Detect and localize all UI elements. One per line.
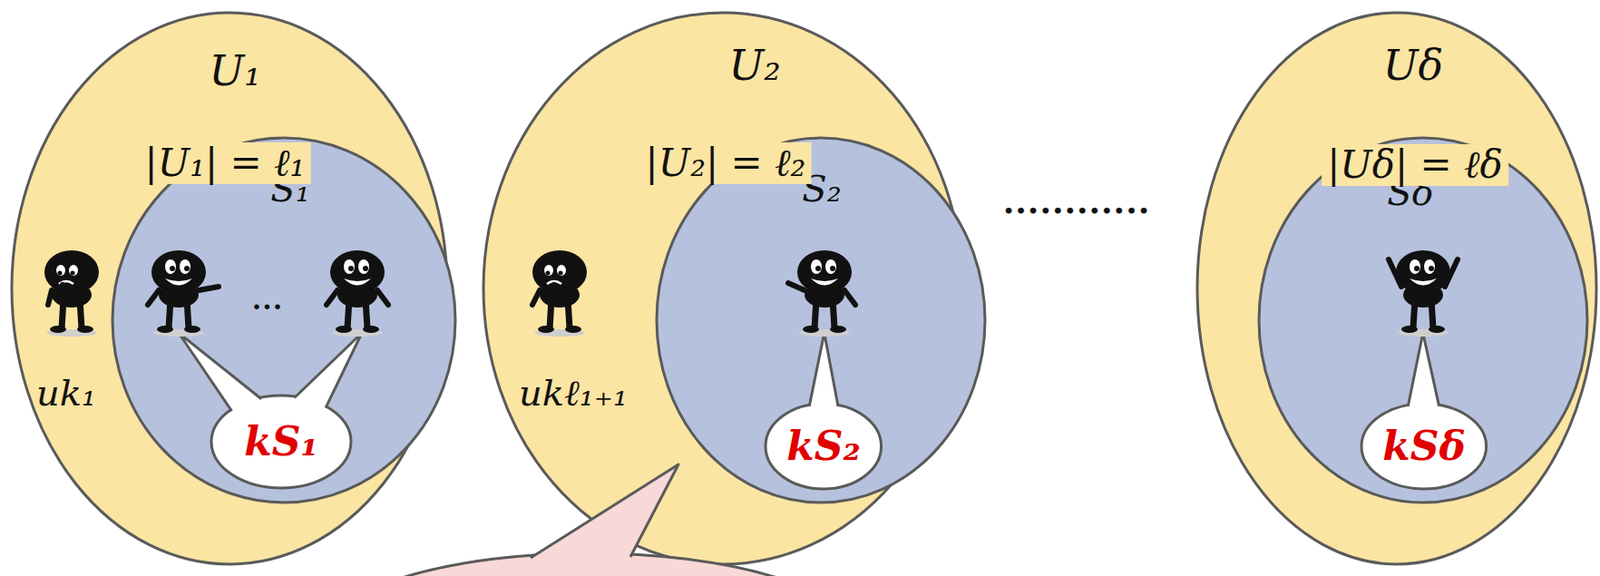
user-label: ukℓ₁₊₁ (518, 372, 628, 413)
set-ellipse: kS₁S₁U₁|U₁| = ℓ₁ (9, 10, 449, 566)
ellipsis-slot: ... (252, 284, 283, 315)
set-size: |U₂| = ℓ₂ (640, 142, 812, 185)
user-label-slot: uk₁ (36, 372, 97, 413)
set-name: Uδ (1383, 42, 1444, 89)
set-size-slot: |U₂| = ℓ₂ (640, 142, 812, 185)
speech-bubble: kS₁ (209, 393, 353, 490)
set-name-slot: U₂ (728, 42, 781, 89)
set-ellipse: kSδSδ Uδ |Uδ| = ℓδ (1195, 10, 1599, 566)
user-label-slot: ukℓ₁₊₁ (518, 372, 628, 413)
subset-circle: kSδSδ (1257, 136, 1590, 505)
subset-circle: kS₂S₂ (654, 136, 987, 505)
ellipsis: ... (252, 284, 283, 315)
set-name-slot: Uδ (1383, 42, 1444, 89)
key-label-slot: kSδ (1382, 424, 1466, 469)
set-name: U₁ (208, 48, 261, 95)
key-label: kSδ (1382, 424, 1466, 469)
key-label: kS₂ (786, 424, 861, 469)
set-size: |Uδ| = ℓδ (1321, 144, 1509, 186)
set-name-slot: U₁ (208, 48, 261, 95)
key-label: kS₁ (243, 419, 319, 464)
ellipsis-slot: ............ (1003, 184, 1151, 221)
set-ellipse: kS₂S₂U₂|U₂| = ℓ₂ (481, 10, 965, 566)
bubble-tail (294, 332, 362, 409)
key-label-slot: kS₁ (243, 419, 319, 464)
subset-circle: kS₁S₁ (110, 136, 458, 505)
key-label-slot: kS₂ (786, 424, 861, 469)
ellipsis: ............ (1003, 184, 1151, 221)
set-size: |U₁| = ℓ₁ (139, 142, 312, 185)
speech-bubble: kS₂ (763, 401, 884, 491)
set-size-slot: |U₁| = ℓ₁ (139, 142, 312, 185)
set-name: U₂ (728, 42, 781, 89)
user-label: uk₁ (36, 372, 97, 413)
set-size-slot: |Uδ| = ℓδ (1321, 144, 1509, 186)
speech-bubble: kSδ (1359, 401, 1489, 491)
bubble-tail (809, 332, 839, 407)
bubble-tail (178, 332, 262, 411)
bubble-tail (1407, 332, 1439, 407)
